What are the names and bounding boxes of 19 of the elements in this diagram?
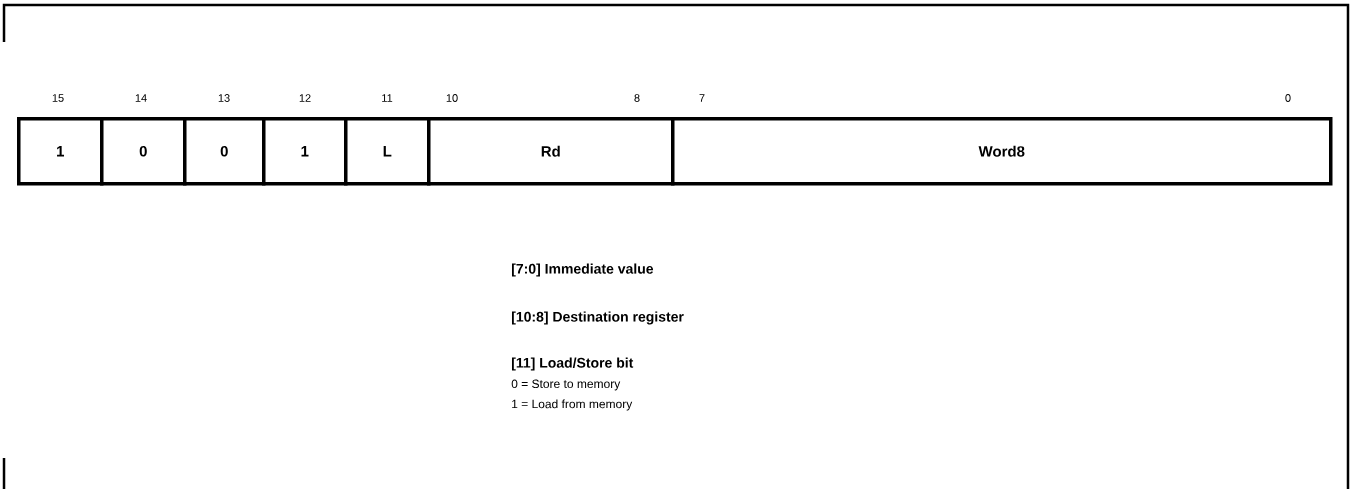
- field-description: [11] Load/Store bit: [512, 357, 634, 371]
- bit-field-box: 1: [262, 117, 348, 186]
- bit-field-box: 1: [17, 117, 104, 186]
- field-description: [10:8] Destination register: [512, 311, 684, 325]
- bit-field-box: L: [344, 117, 431, 186]
- bit-number: 11: [382, 94, 393, 102]
- value-note: 0 = Store to memory: [511, 379, 621, 391]
- bit-number: 12: [299, 94, 311, 102]
- bit-number: 0: [1285, 94, 1291, 102]
- bit-number: 7: [699, 94, 705, 102]
- field-description: [7:0] Immediate value: [512, 263, 654, 277]
- bit-number: 8: [634, 94, 640, 102]
- bit-field-box: 0: [100, 117, 187, 186]
- value-note: 1 = Load from memory: [512, 399, 633, 411]
- bit-number: 13: [218, 94, 230, 102]
- bit-number: 10: [446, 94, 458, 102]
- bit-field-box: 0: [183, 117, 266, 186]
- bit-number: 15: [52, 94, 64, 102]
- bit-number: 14: [135, 94, 147, 102]
